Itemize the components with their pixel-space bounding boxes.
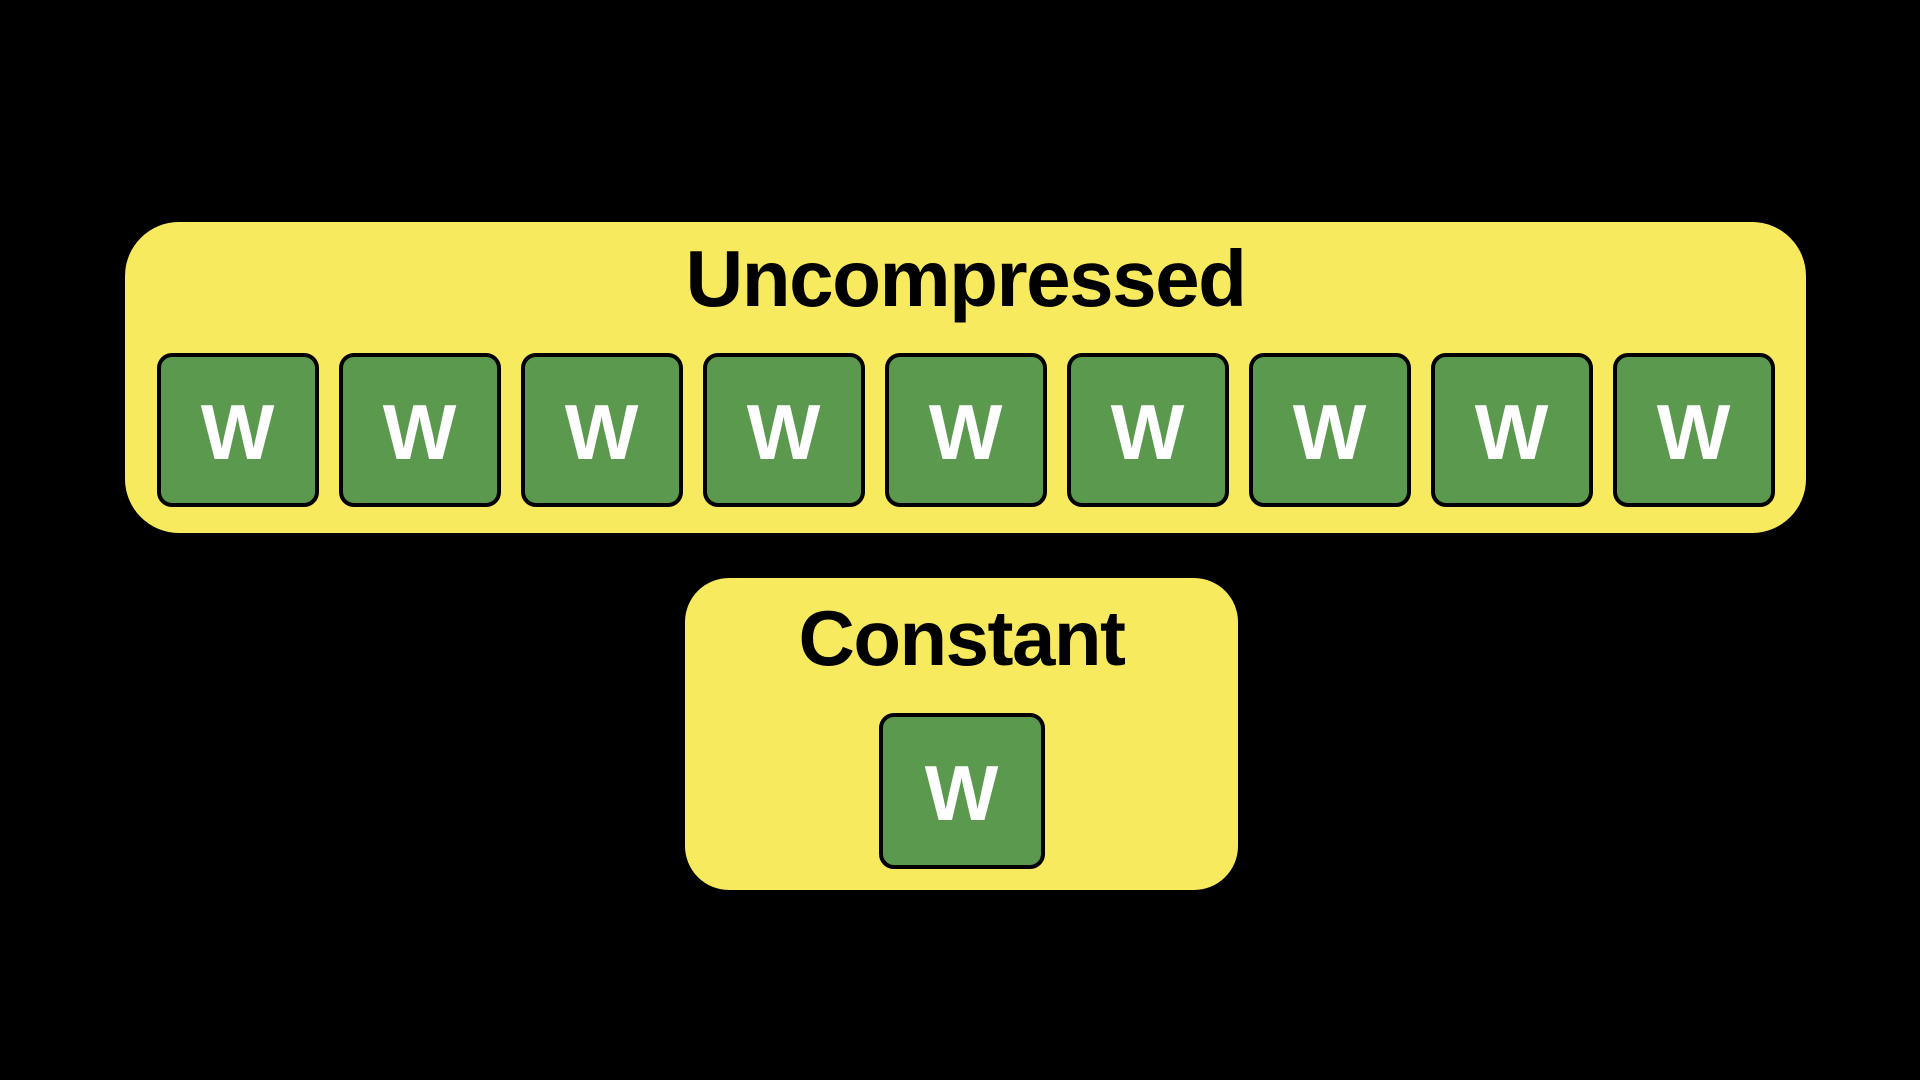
weight-letter: W [1656, 388, 1731, 476]
weight-letter: W [564, 388, 639, 476]
weight-letter: W [1292, 388, 1367, 476]
constant-panel: Constant W [685, 578, 1238, 890]
weight-cell: W [338, 353, 501, 507]
weight-cell: W [156, 353, 319, 507]
weight-cell: W [1248, 353, 1411, 507]
constant-title: Constant [798, 594, 1126, 682]
weight-cell: W [1066, 353, 1229, 507]
weight-cell: W [702, 353, 865, 507]
weight-cell: W [1430, 353, 1593, 507]
weight-letter: W [1474, 388, 1549, 476]
weight-letter: W [1110, 388, 1185, 476]
weight-letter: W [746, 388, 821, 476]
weight-letter: W [928, 388, 1003, 476]
weight-cell: W [878, 713, 1045, 869]
uncompressed-title: Uncompressed [685, 234, 1247, 323]
weight-letter: W [200, 388, 275, 476]
weight-cell: W [520, 353, 683, 507]
weight-letter: W [382, 388, 457, 476]
uncompressed-panel: Uncompressed W W W W W W W W W [125, 222, 1806, 533]
weight-cell: W [884, 353, 1047, 507]
weight-letter: W [924, 749, 999, 837]
weight-cell: W [1612, 353, 1775, 507]
constant-cells-row: W [878, 713, 1045, 869]
